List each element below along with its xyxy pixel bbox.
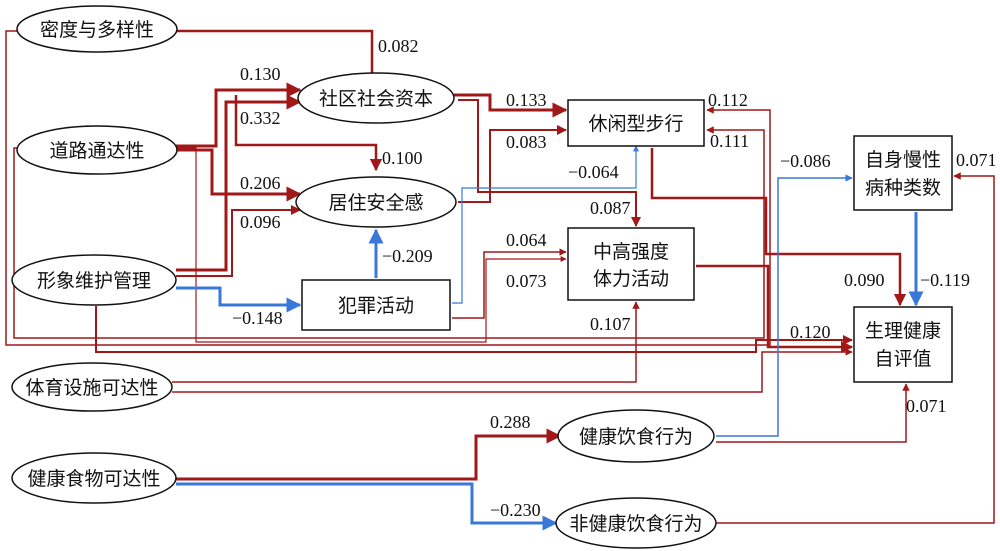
edge-image-crime	[176, 286, 302, 313]
edge-crime-walk	[452, 145, 639, 304]
edge-mvpa-srh	[696, 264, 854, 354]
svg-text:密度与多样性: 密度与多样性	[40, 19, 154, 41]
coef-chronic-srh: −0.119	[920, 270, 970, 290]
edge-sports-srh	[172, 348, 853, 393]
svg-text:体育设施可达性: 体育设施可达性	[25, 377, 158, 399]
edge-road-social	[176, 82, 302, 148]
edge-image-safety	[176, 205, 301, 277]
svg-text:休闲型步行: 休闲型步行	[588, 113, 683, 135]
svg-text:居住安全感: 居住安全感	[328, 192, 423, 214]
node-leisure-walk: 休闲型步行	[567, 99, 705, 147]
svg-text:自身慢性: 自身慢性	[865, 149, 941, 171]
coef-road-mvpa: 0.073	[506, 271, 547, 291]
coef-density-social: 0.082	[378, 36, 419, 56]
node-image: 形象维护管理	[11, 254, 177, 306]
svg-text:自评值: 自评值	[874, 348, 931, 370]
coef-safety-walk: 0.083	[506, 132, 547, 152]
coef-unhealthy-chronic: 0.071	[956, 150, 997, 170]
svg-text:生理健康: 生理健康	[865, 320, 941, 342]
edge-image-srh	[95, 306, 853, 353]
node-safety: 居住安全感	[295, 176, 457, 228]
edge-road-safety	[176, 148, 302, 202]
coef-road-walk: 0.111	[710, 131, 749, 151]
node-srh: 生理健康 自评值	[853, 306, 953, 383]
edge-social-walk	[454, 93, 568, 118]
node-density: 密度与多样性	[16, 5, 178, 53]
node-chronic: 自身慢性 病种类数	[853, 135, 953, 211]
node-sports: 体育设施可达性	[11, 362, 173, 412]
svg-text:病种类数: 病种类数	[865, 177, 941, 199]
coef-crime-walk: −0.064	[568, 162, 619, 182]
coef-image-crime: −0.148	[232, 308, 283, 328]
coef-image-safety: 0.096	[240, 212, 281, 232]
coef-density-walk: 0.112	[708, 90, 748, 110]
edge-safety-walk	[458, 125, 567, 203]
coef-healthy-chronic: −0.086	[780, 151, 831, 171]
svg-text:体力活动: 体力活动	[593, 268, 669, 290]
coef-crime-mvpa: 0.064	[506, 230, 547, 250]
coef-social-safety: 0.100	[382, 148, 423, 168]
edge-healthy-srh	[716, 383, 910, 443]
coef-healthy-srh: 0.071	[906, 396, 947, 416]
svg-text:中高强度: 中高强度	[593, 241, 669, 263]
svg-text:犯罪活动: 犯罪活动	[338, 295, 414, 317]
edge-road-walk	[13, 126, 765, 339]
svg-text:健康食物可达性: 健康食物可达性	[27, 468, 160, 490]
svg-text:健康饮食行为: 健康饮食行为	[579, 426, 693, 448]
svg-text:非健康饮食行为: 非健康饮食行为	[569, 513, 702, 535]
edge-food-unhealthy	[176, 482, 558, 531]
edge-crime-mvpa	[452, 248, 567, 319]
edge-road-mvpa	[176, 147, 567, 343]
svg-text:社区社会资本: 社区社会资本	[319, 88, 433, 110]
node-road: 道路通达性	[16, 125, 178, 175]
edge-image-social	[176, 94, 302, 272]
coef-road-social: 0.130	[240, 64, 281, 84]
svg-text:形象维护管理: 形象维护管理	[37, 270, 151, 292]
node-unhealthy-diet: 非健康饮食行为	[555, 497, 717, 549]
node-healthy-diet: 健康饮食行为	[557, 409, 715, 463]
coef-food-unhealthy: −0.230	[490, 500, 541, 520]
edge-unhealthy-chronic	[716, 172, 995, 524]
node-mvpa: 中高强度 体力活动	[567, 227, 695, 301]
coef-walk-srh: 0.090	[844, 270, 885, 290]
coef-social-walk: 0.133	[506, 90, 547, 110]
coef-safety-mvpa: 0.087	[590, 198, 631, 218]
edge-density-walk	[5, 30, 771, 346]
coef-image-social: 0.332	[240, 108, 281, 128]
node-food: 健康食物可达性	[11, 452, 177, 504]
edge-sports-mvpa	[172, 301, 640, 383]
node-social: 社区社会资本	[297, 72, 455, 124]
edge-healthy-chronic	[716, 174, 853, 437]
edge-walk-srh	[650, 148, 907, 307]
edge-food-healthy	[176, 428, 562, 481]
node-crime: 犯罪活动	[301, 279, 451, 331]
coef-crime-safety: −0.209	[382, 246, 433, 266]
edge-density-social	[176, 29, 379, 87]
svg-text:道路通达性: 道路通达性	[49, 140, 144, 162]
coef-sports-mvpa: 0.107	[590, 314, 631, 334]
coef-food-healthy: 0.288	[490, 412, 531, 432]
coef-road-safety: 0.206	[240, 173, 281, 193]
edge-social-safety	[234, 95, 383, 172]
edge-social-mvpa	[458, 99, 641, 227]
coef-mvpa-srh: 0.120	[790, 322, 831, 342]
